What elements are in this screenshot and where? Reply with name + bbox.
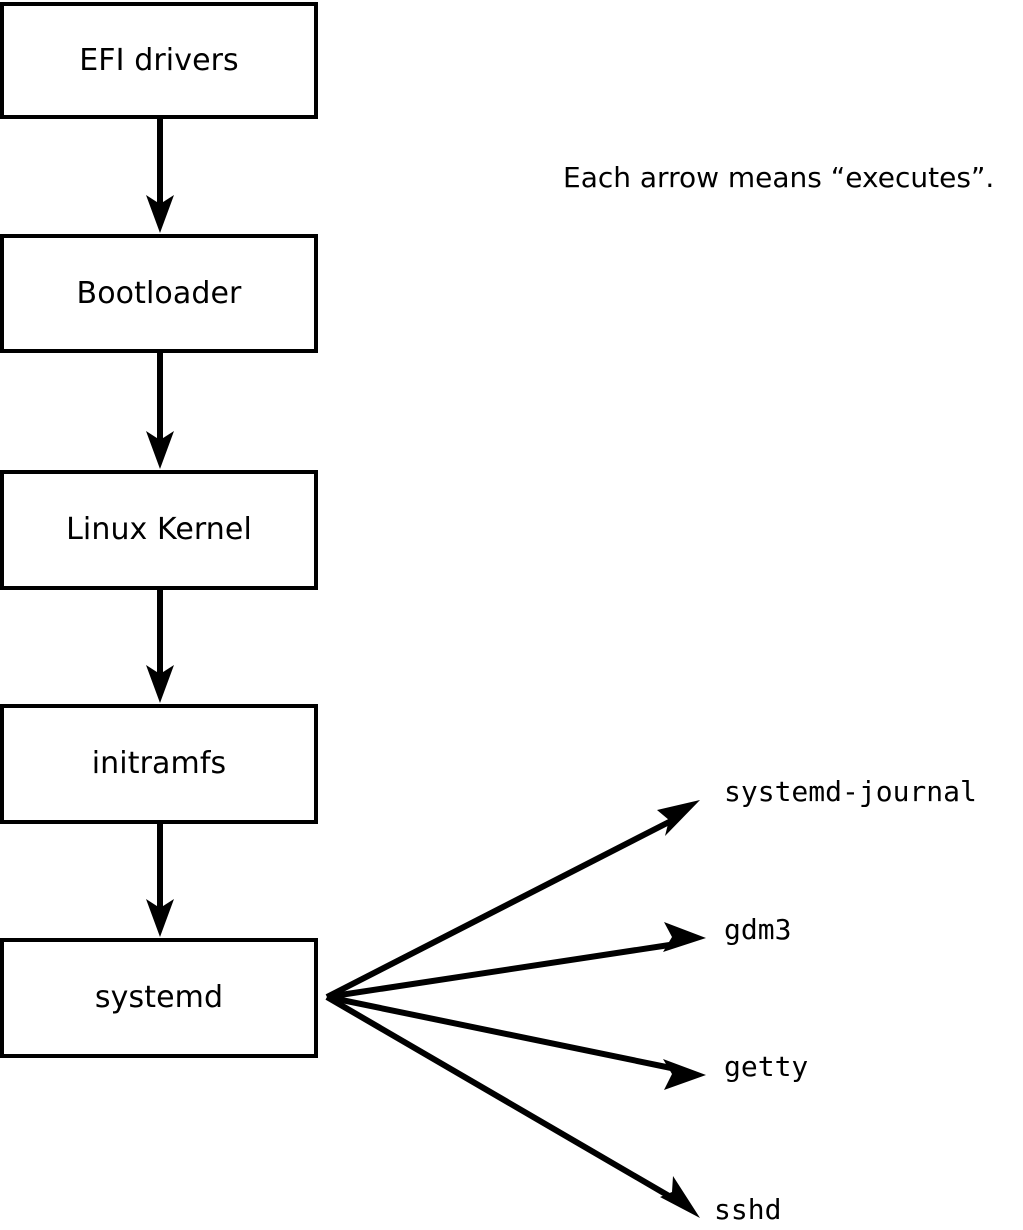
- arrow-systemd-to-getty: [326, 994, 706, 1090]
- leaf-label-sshd: sshd: [714, 1193, 782, 1226]
- arrow-systemd-to-gdm3: [326, 922, 706, 1000]
- arrow-efi-drivers-to-bootloader: [146, 119, 174, 233]
- arrow-systemd-to-sshd: [325, 994, 700, 1218]
- arrow-systemd-to-systemd-journal: [325, 800, 700, 1000]
- node-initramfs-label: initramfs: [91, 746, 227, 781]
- arrow-initramfs-to-systemd: [146, 824, 174, 937]
- node-efi-drivers[interactable]: EFI drivers: [0, 2, 318, 119]
- arrow-linux-kernel-to-initramfs: [146, 590, 174, 703]
- legend-annotation: Each arrow means “executes”.: [563, 161, 995, 194]
- node-linux-kernel-label: Linux Kernel: [66, 512, 252, 547]
- node-initramfs[interactable]: initramfs: [0, 704, 318, 824]
- node-efi-drivers-label: EFI drivers: [79, 42, 239, 78]
- arrow-bootloader-to-linux-kernel: [146, 353, 174, 469]
- node-linux-kernel[interactable]: Linux Kernel: [0, 470, 318, 590]
- node-bootloader-label: Bootloader: [76, 275, 242, 311]
- node-systemd[interactable]: systemd: [0, 938, 318, 1058]
- node-bootloader[interactable]: Bootloader: [0, 234, 318, 353]
- leaf-label-getty: getty: [724, 1050, 809, 1083]
- node-systemd-label: systemd: [94, 980, 224, 1015]
- leaf-label-systemd-journal: systemd-journal: [724, 775, 977, 808]
- leaf-label-gdm3: gdm3: [724, 913, 792, 946]
